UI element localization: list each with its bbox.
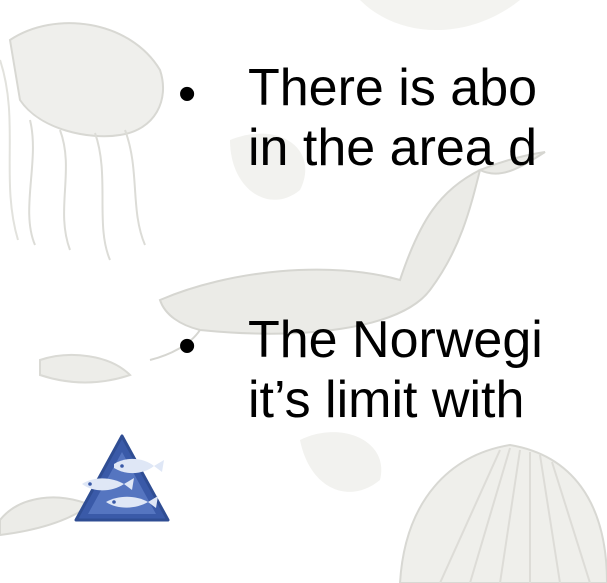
bullet-line: it’s limit with (248, 371, 525, 429)
bullet-marker: • (178, 317, 197, 375)
bullet-text: The Norwegi it’s limit with (248, 310, 607, 430)
bullet-line: in the area d (248, 119, 538, 177)
bullet-text: There is abo in the area d (248, 58, 607, 178)
triangle-fish-logo-icon (74, 434, 170, 522)
bullet-line: There is abo (248, 59, 538, 117)
bullet-marker: • (178, 65, 197, 123)
bullet-line: The Norwegi (248, 311, 543, 369)
